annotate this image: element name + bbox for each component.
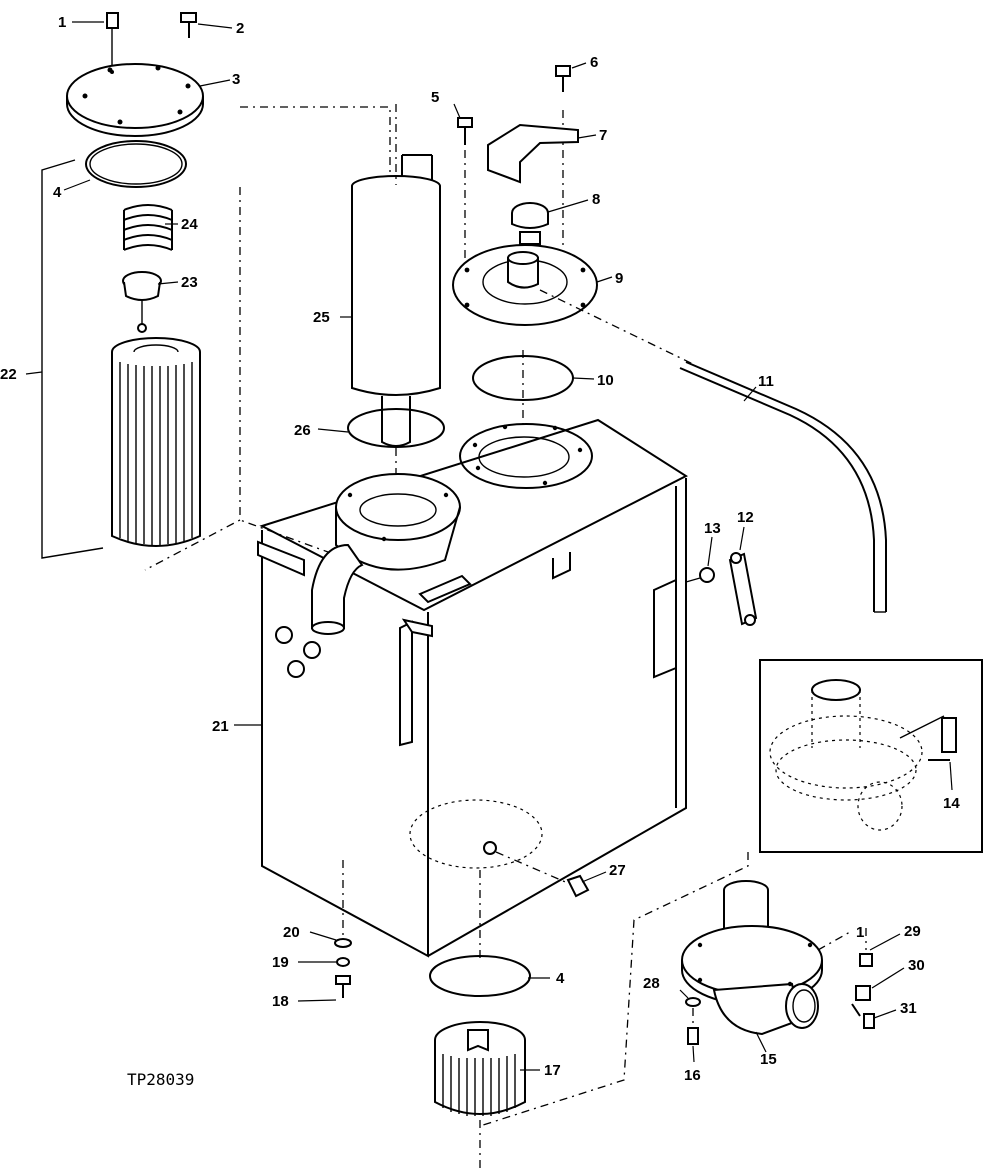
callout-21: 21 bbox=[212, 718, 229, 735]
callout-28: 28 bbox=[643, 975, 660, 992]
callout-1: 1 bbox=[58, 14, 66, 31]
callout-24: 24 bbox=[181, 216, 198, 233]
callout-6: 6 bbox=[590, 54, 598, 71]
callout-29: 29 bbox=[904, 923, 921, 940]
callout-8: 8 bbox=[592, 191, 600, 208]
callout-14: 14 bbox=[943, 795, 960, 812]
callout-27: 27 bbox=[609, 862, 626, 879]
inset-detail-14 bbox=[759, 659, 983, 853]
callout-31: 31 bbox=[900, 1000, 917, 1017]
callout-9: 9 bbox=[615, 270, 623, 287]
callout-26: 26 bbox=[294, 422, 311, 439]
callout-3: 3 bbox=[232, 71, 240, 88]
callout-16: 16 bbox=[684, 1067, 701, 1084]
callout-7: 7 bbox=[599, 127, 607, 144]
lower-filter-17 bbox=[429, 870, 531, 1169]
callout-12: 12 bbox=[737, 509, 754, 526]
callout-17: 17 bbox=[544, 1062, 561, 1079]
strainer-25 bbox=[347, 104, 445, 505]
filter-assembly-22 bbox=[41, 12, 204, 559]
sight-gauge-12 bbox=[685, 552, 758, 626]
callout-15: 15 bbox=[760, 1051, 777, 1068]
mount-hardware bbox=[334, 860, 352, 998]
callout-20: 20 bbox=[283, 924, 300, 941]
leader-lines bbox=[25, 21, 953, 1071]
callout-labels: 1 2 3 4 5 6 7 8 9 10 11 12 13 14 15 16 1… bbox=[0, 14, 960, 1084]
valve-hardware bbox=[685, 928, 875, 1045]
callout-22: 22 bbox=[0, 366, 17, 383]
callout-25: 25 bbox=[313, 309, 330, 326]
figure-id: TP28039 bbox=[127, 1070, 194, 1089]
callout-10: 10 bbox=[597, 372, 614, 389]
filler-assembly bbox=[452, 65, 887, 613]
callout-30: 30 bbox=[908, 957, 925, 974]
callout-18: 18 bbox=[272, 993, 289, 1010]
callout-5: 5 bbox=[431, 89, 439, 106]
callout-4: 4 bbox=[53, 184, 62, 201]
callout-2: 2 bbox=[236, 20, 244, 37]
callout-23: 23 bbox=[181, 274, 198, 291]
tank-21 bbox=[257, 418, 689, 958]
callout-1b: 1 bbox=[856, 924, 864, 941]
callout-4b: 4 bbox=[556, 970, 565, 987]
valve-15 bbox=[479, 852, 851, 1127]
drain-plug-27 bbox=[495, 851, 590, 898]
callout-13: 13 bbox=[704, 520, 721, 537]
callout-11: 11 bbox=[758, 373, 774, 390]
callout-19: 19 bbox=[272, 954, 289, 971]
